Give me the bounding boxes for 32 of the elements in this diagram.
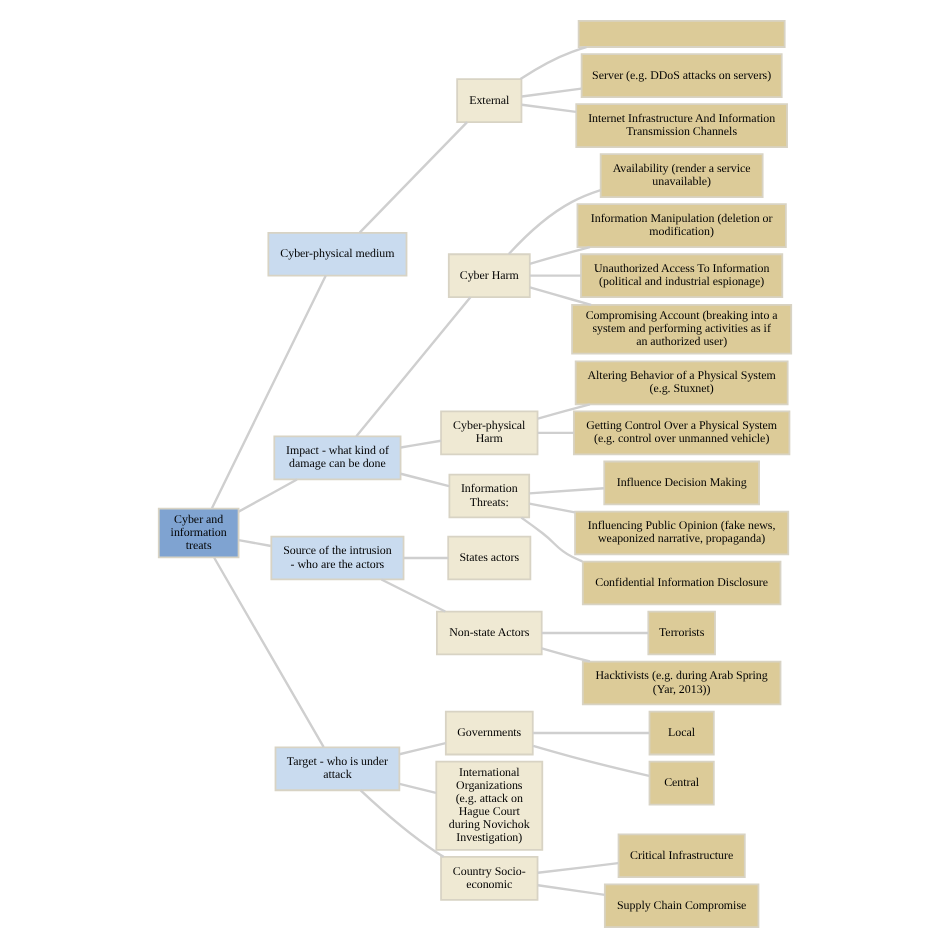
connector — [540, 647, 590, 663]
connector — [528, 487, 604, 495]
connector — [354, 296, 471, 438]
connector — [399, 439, 441, 449]
connector — [536, 431, 573, 435]
connector — [212, 557, 324, 748]
connector — [237, 478, 297, 513]
connector — [528, 286, 591, 306]
connector — [540, 631, 648, 635]
connector — [528, 274, 580, 277]
connector — [379, 578, 445, 613]
connector — [398, 782, 436, 794]
connector — [536, 884, 604, 897]
connector — [531, 744, 649, 778]
connector — [536, 862, 618, 874]
connector — [358, 789, 444, 858]
connector — [528, 246, 590, 265]
connector — [357, 121, 467, 234]
connector — [520, 87, 581, 98]
node-box — [576, 19, 785, 48]
connector — [209, 275, 326, 509]
connector — [519, 516, 582, 563]
connector — [399, 472, 449, 488]
connector — [402, 556, 448, 560]
connector — [506, 188, 600, 255]
connector — [237, 538, 271, 548]
connector — [532, 731, 649, 735]
connector — [528, 502, 575, 514]
connector — [518, 45, 586, 80]
connector — [398, 742, 445, 756]
connector — [536, 403, 590, 420]
connector — [520, 103, 576, 114]
